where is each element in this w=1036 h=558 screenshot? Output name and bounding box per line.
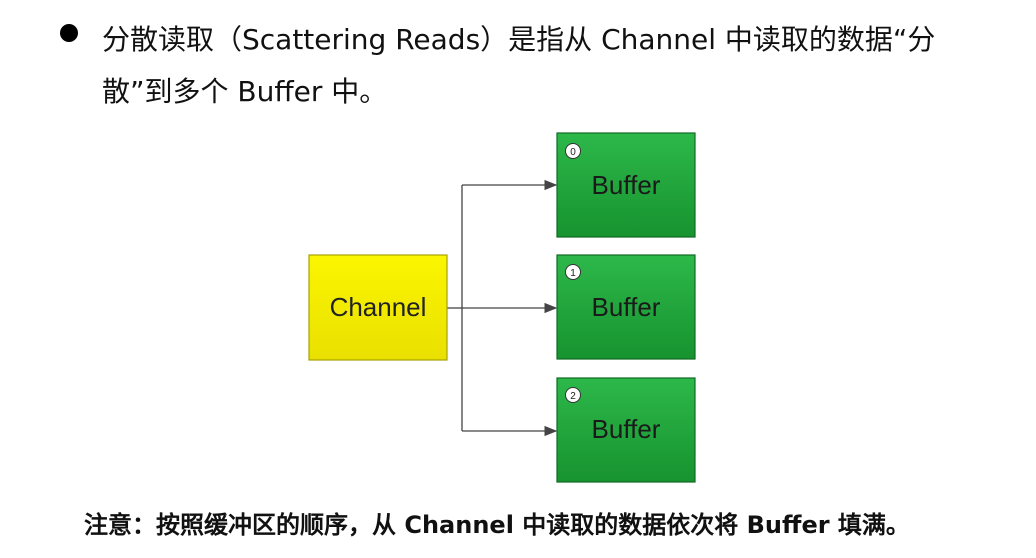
channel-label: Channel xyxy=(330,292,427,322)
buffer-index-badge-0 xyxy=(565,143,581,159)
buffer-index-2: 2 xyxy=(570,391,576,402)
buffer-label-2: Buffer xyxy=(592,414,661,444)
buffer-node-2: 2 Buffer xyxy=(556,377,696,483)
buffer-node-0: 0 Buffer xyxy=(556,132,696,238)
description-line-1: 分散读取（Scattering Reads）是指从 Channel 中读取的数据… xyxy=(102,23,936,56)
bullet-point xyxy=(60,24,78,42)
buffer-index-badge-1 xyxy=(565,264,581,280)
connector-lines xyxy=(447,179,558,437)
buffer-label-0: Buffer xyxy=(592,170,661,200)
buffer-index-badge-2 xyxy=(565,387,581,403)
buffer-index-0: 0 xyxy=(570,147,576,158)
note-text: 注意：按照缓冲区的顺序，从 Channel 中读取的数据依次将 Buffer 填… xyxy=(84,511,910,539)
channel-node: Channel xyxy=(308,254,448,361)
buffer-index-1: 1 xyxy=(570,268,576,279)
description-line-2: 散”到多个 Buffer 中。 xyxy=(102,75,388,108)
buffer-node-1: 1 Buffer xyxy=(556,254,696,360)
buffer-label-1: Buffer xyxy=(592,292,661,322)
channel-box xyxy=(308,254,448,361)
description-paragraph: 分散读取（Scattering Reads）是指从 Channel 中读取的数据… xyxy=(102,14,962,118)
